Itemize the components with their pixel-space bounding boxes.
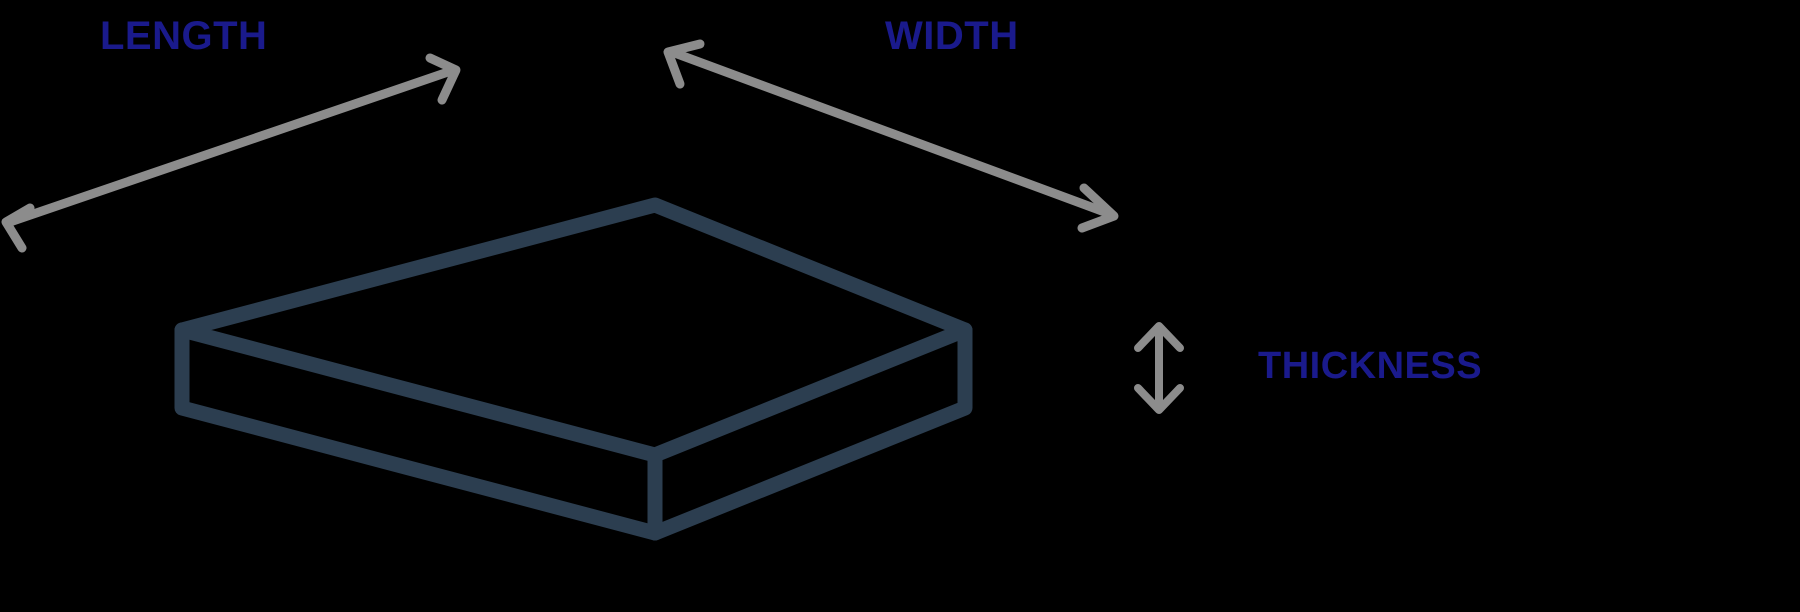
slab-top-face <box>174 197 973 463</box>
slab-right-side-face <box>647 322 973 541</box>
thickness-label: THICKNESS <box>1258 345 1483 387</box>
length-label: LENGTH <box>100 14 268 58</box>
width-arrow <box>663 39 1119 233</box>
width-label: WIDTH <box>885 14 1019 58</box>
width-arrow-head-left <box>663 39 705 89</box>
width-arrow-shaft <box>667 47 1115 219</box>
thickness-arrow-head-down <box>1134 384 1184 414</box>
rectangular-slab <box>174 197 973 541</box>
length-arrow-head-left <box>1 203 35 253</box>
length-arrow <box>1 53 461 253</box>
length-arrow-shaft <box>5 67 453 227</box>
length-arrow-head-right <box>425 53 461 105</box>
thickness-arrow <box>1134 322 1184 414</box>
width-arrow-head-right <box>1077 183 1119 233</box>
thickness-arrow-head-up <box>1134 322 1184 352</box>
